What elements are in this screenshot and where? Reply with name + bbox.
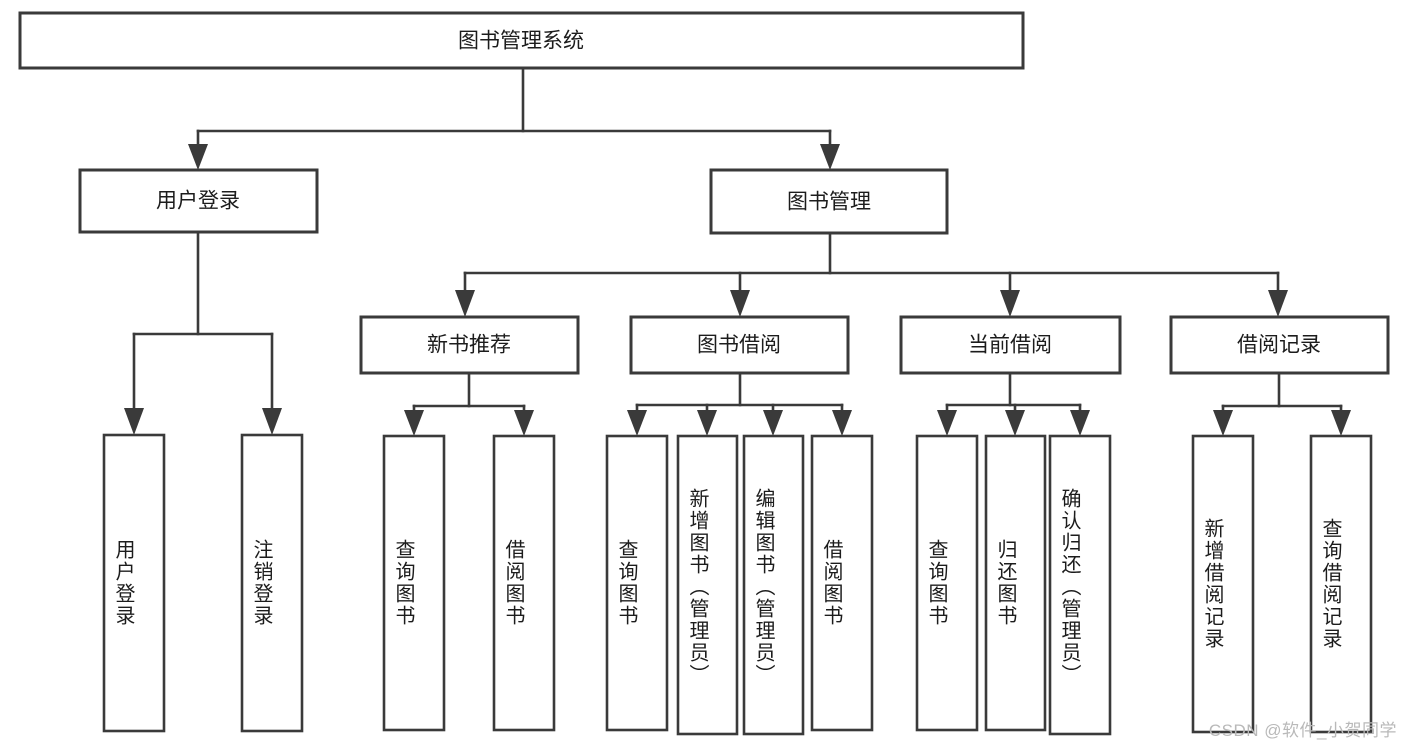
node-new-book-recommend-label: 新书推荐 bbox=[427, 334, 511, 357]
arrowhead-book-manage bbox=[820, 144, 840, 170]
leaf-box-confirm-return[interactable] bbox=[1048, 434, 1112, 736]
leaf-group-new-book-recommend bbox=[382, 434, 556, 732]
arrowhead-leaf-confirm-return bbox=[1070, 410, 1090, 436]
arrowhead-leaf-user-login bbox=[124, 408, 144, 435]
node-book-manage-label: 图书管理 bbox=[787, 191, 871, 214]
node-book-manage-box[interactable] bbox=[709, 168, 949, 235]
arrowhead-current-borrow bbox=[1000, 290, 1020, 317]
node-book-borrow-box[interactable] bbox=[629, 315, 850, 375]
arrowhead-leaf-query-book-2 bbox=[627, 410, 647, 436]
arrowhead-leaf-user-logout bbox=[262, 408, 282, 435]
leaf-box-return-book[interactable] bbox=[984, 434, 1047, 732]
leaf-box-query-book-1[interactable] bbox=[382, 434, 446, 732]
node-book-manage[interactable]: 图书管理 bbox=[709, 168, 949, 235]
arrowhead-new-book-recommend bbox=[455, 290, 475, 317]
arrowhead-leaf-add-record bbox=[1213, 410, 1233, 436]
arrowhead-borrow-record bbox=[1268, 290, 1288, 317]
connector-group-current-borrow bbox=[937, 371, 1090, 436]
arrowhead-leaf-edit-book bbox=[763, 410, 783, 436]
leaf-group-current-borrow bbox=[915, 434, 1112, 736]
node-root[interactable]: 图书管理系统 bbox=[18, 11, 1025, 70]
node-user-login-box[interactable] bbox=[78, 168, 319, 234]
node-root-box[interactable] bbox=[18, 11, 1025, 70]
arrowhead-leaf-add-book bbox=[697, 410, 717, 436]
leaf-group-user-login bbox=[102, 433, 304, 733]
leaf-box-user-logout[interactable] bbox=[240, 433, 304, 733]
arrowhead-leaf-query-record bbox=[1331, 410, 1351, 436]
leaf-box-user-login[interactable] bbox=[102, 433, 166, 733]
leaf-box-query-book-2[interactable] bbox=[605, 434, 669, 732]
connector-group-root bbox=[188, 66, 840, 170]
arrowhead-leaf-query-book-1 bbox=[404, 410, 424, 436]
connector-group-user-login bbox=[124, 230, 282, 435]
leaf-box-borrow-book-1[interactable] bbox=[492, 434, 556, 732]
node-new-book-recommend[interactable]: 新书推荐 bbox=[359, 315, 580, 375]
arrowhead-leaf-return-book bbox=[1005, 410, 1025, 436]
connector-group-new-book-recommend bbox=[404, 371, 534, 436]
node-borrow-record-label: 借阅记录 bbox=[1237, 334, 1321, 357]
connector-group-borrow-record bbox=[1213, 371, 1351, 436]
connector-group-book-manage bbox=[455, 231, 1288, 317]
arrowhead-leaf-query-book-3 bbox=[937, 410, 957, 436]
leaf-group-borrow-record bbox=[1191, 434, 1373, 734]
node-root-label: 图书管理系统 bbox=[458, 30, 584, 53]
node-user-login-label: 用户登录 bbox=[156, 190, 240, 213]
node-new-book-recommend-box[interactable] bbox=[359, 315, 580, 375]
arrowhead-user-login bbox=[188, 144, 208, 170]
node-current-borrow[interactable]: 当前借阅 bbox=[899, 315, 1122, 375]
leaf-box-query-record[interactable] bbox=[1309, 434, 1373, 734]
leaf-group-book-borrow bbox=[605, 434, 874, 736]
node-borrow-record-box[interactable] bbox=[1169, 315, 1390, 375]
arrowhead-leaf-borrow-book-2 bbox=[832, 410, 852, 436]
leaf-box-query-book-3[interactable] bbox=[915, 434, 979, 732]
node-book-borrow[interactable]: 图书借阅 bbox=[629, 315, 850, 375]
node-book-borrow-label: 图书借阅 bbox=[697, 334, 781, 357]
leaf-box-borrow-book-2[interactable] bbox=[810, 434, 874, 732]
leaf-box-edit-book[interactable] bbox=[742, 434, 805, 736]
csdn-watermark: CSDN @软件_小贺同学 bbox=[1208, 721, 1397, 740]
node-user-login[interactable]: 用户登录 bbox=[78, 168, 319, 234]
node-current-borrow-label: 当前借阅 bbox=[968, 334, 1052, 357]
leaf-box-add-record[interactable] bbox=[1191, 434, 1255, 734]
connector-group-book-borrow bbox=[627, 371, 852, 436]
node-current-borrow-box[interactable] bbox=[899, 315, 1122, 375]
arrowhead-leaf-borrow-book-1 bbox=[514, 410, 534, 436]
leaf-box-add-book[interactable] bbox=[676, 434, 739, 736]
node-borrow-record[interactable]: 借阅记录 bbox=[1169, 315, 1390, 375]
arrowhead-book-borrow bbox=[730, 290, 750, 317]
